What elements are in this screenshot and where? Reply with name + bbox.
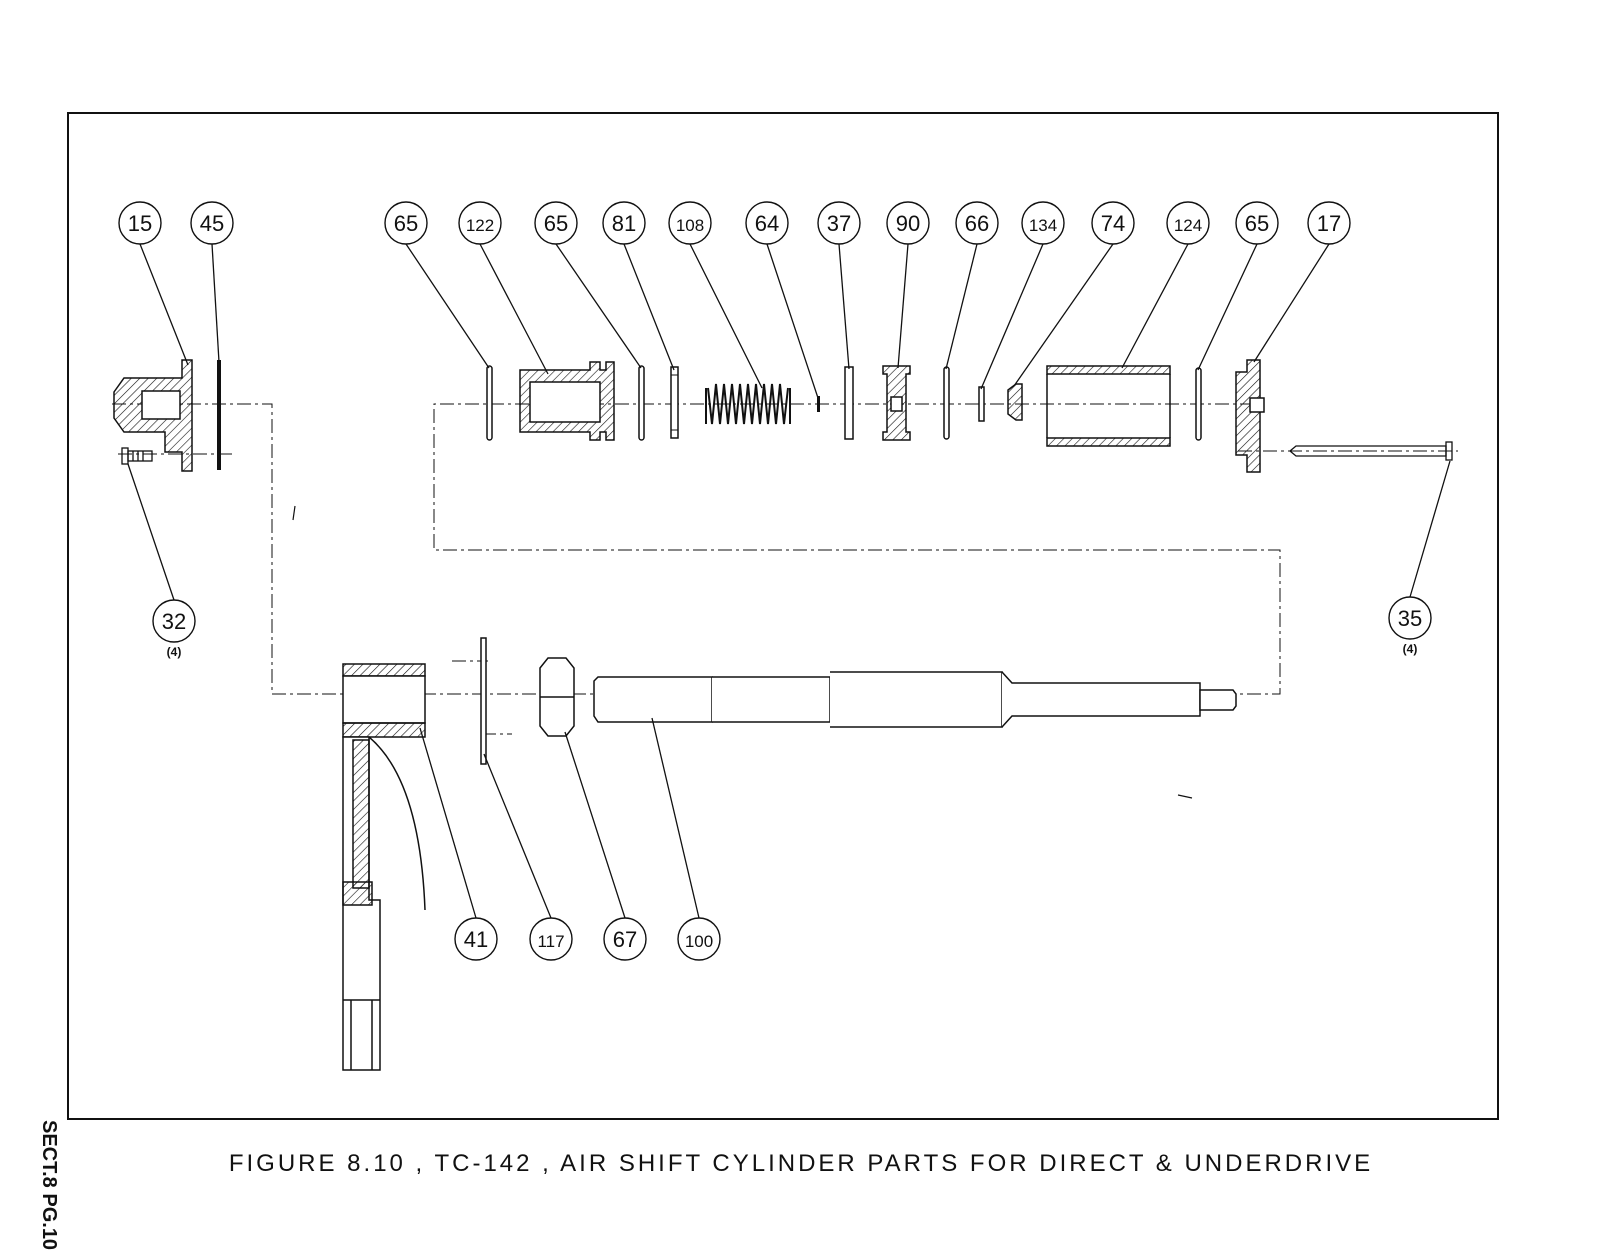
callout-circle xyxy=(458,201,502,245)
leader-lines xyxy=(127,243,1451,919)
callout-circle xyxy=(152,599,196,643)
part-100-shift-shaft xyxy=(593,671,1237,728)
part-108-spring xyxy=(705,383,791,425)
callout-number: 17 xyxy=(1317,211,1341,236)
callout-134: 134 xyxy=(1021,201,1065,245)
callout-circle xyxy=(118,201,162,245)
callout-circle xyxy=(955,201,999,245)
callout-number: 65 xyxy=(1245,211,1269,236)
callout-circle xyxy=(529,917,573,961)
callout-circle xyxy=(190,201,234,245)
part-65-o-ring-a xyxy=(486,365,493,441)
callout-number: 35 xyxy=(1398,606,1422,631)
part-81-seal-ring xyxy=(670,366,679,439)
callout-number: 15 xyxy=(128,211,152,236)
assembly-path-lines xyxy=(112,403,1458,735)
callout-circle xyxy=(1166,201,1210,245)
callout-number: 108 xyxy=(676,216,704,235)
callout-circle xyxy=(1021,201,1065,245)
section-page-label: SECT.8 PG.10 xyxy=(38,1120,60,1250)
callout-17: 17 xyxy=(1307,201,1351,245)
callout-circle xyxy=(1091,201,1135,245)
figure-caption: FIGURE 8.10 , TC-142 , AIR SHIFT CYLINDE… xyxy=(228,1150,1374,1177)
callout-circle xyxy=(745,201,789,245)
callout-108: 108 xyxy=(668,201,712,245)
part-65-o-ring-b xyxy=(638,365,645,441)
callout-number: 65 xyxy=(544,211,568,236)
part-35-long-screw xyxy=(1288,441,1453,461)
callout-122: 122 xyxy=(458,201,502,245)
callout-number: 74 xyxy=(1101,211,1125,236)
callout-number: 90 xyxy=(896,211,920,236)
callout-37: 37 xyxy=(817,201,861,245)
callout-circle xyxy=(668,201,712,245)
callout-number: 66 xyxy=(965,211,989,236)
callout-124: 124 xyxy=(1166,201,1210,245)
callout-circle xyxy=(1307,201,1351,245)
callout-number: 81 xyxy=(612,211,636,236)
callout-number: 122 xyxy=(466,216,494,235)
callout-circle xyxy=(1235,201,1279,245)
callout-number: 32 xyxy=(162,609,186,634)
part-67-hex-nut xyxy=(539,657,575,737)
part-32-cap-screw xyxy=(121,447,153,465)
callout-circle xyxy=(603,917,647,961)
callout-74: 74 xyxy=(1091,201,1135,245)
callout-circle xyxy=(602,201,646,245)
part-41-shift-fork xyxy=(342,663,426,1071)
callout-number: 45 xyxy=(200,211,224,236)
callout-15: 15 xyxy=(118,201,162,245)
callout-number: 134 xyxy=(1029,216,1057,235)
callout-circle xyxy=(886,201,930,245)
callout-number: 117 xyxy=(537,932,564,951)
callout-66: 66 xyxy=(955,201,999,245)
callout-circle xyxy=(534,201,578,245)
callout-65: 65 xyxy=(384,201,428,245)
part-15-end-cap xyxy=(113,359,193,472)
callout-circle xyxy=(817,201,861,245)
part-64-retaining-ring xyxy=(817,396,820,412)
part-66-o-ring xyxy=(943,366,950,440)
callout-circle xyxy=(384,201,428,245)
part-124-cylinder-barrel xyxy=(1046,365,1171,447)
callout-number: 65 xyxy=(394,211,418,236)
callout-45: 45 xyxy=(190,201,234,245)
part-134-washer xyxy=(978,386,985,422)
callout-circle xyxy=(677,917,721,961)
callout-quantity: (4) xyxy=(1403,642,1418,656)
part-122-sleeve xyxy=(519,361,615,441)
callout-64: 64 xyxy=(745,201,789,245)
part-90-piston xyxy=(882,365,911,441)
callout-65: 65 xyxy=(1235,201,1279,245)
part-74-nut xyxy=(1007,383,1023,421)
callout-32: 32 (4) xyxy=(152,599,196,659)
callout-117: 117 xyxy=(529,917,573,961)
callout-65: 65 xyxy=(534,201,578,245)
part-17-end-cap xyxy=(1235,359,1265,473)
part-45-gasket xyxy=(217,360,221,470)
callout-number: 64 xyxy=(755,211,779,236)
callout-balloons: 15 45 65 122 65 81 108 64 37 90 66 134 74 124 65 17 32 (4… xyxy=(118,201,1432,961)
callout-35: 35 (4) xyxy=(1388,596,1432,656)
part-65-o-ring-c xyxy=(1195,367,1202,441)
stray-marks xyxy=(292,505,1193,799)
callout-quantity: (4) xyxy=(167,645,182,659)
callout-number: 67 xyxy=(613,927,637,952)
callout-number: 124 xyxy=(1174,216,1202,235)
callout-67: 67 xyxy=(603,917,647,961)
callout-circle xyxy=(454,917,498,961)
callout-100: 100 xyxy=(677,917,721,961)
callout-41: 41 xyxy=(454,917,498,961)
part-117-lock-plate xyxy=(480,637,487,765)
callout-number: 100 xyxy=(685,932,713,951)
callout-90: 90 xyxy=(886,201,930,245)
callout-number: 41 xyxy=(464,927,488,952)
drawing-border xyxy=(67,112,1499,1120)
callout-number: 37 xyxy=(827,211,851,236)
callout-81: 81 xyxy=(602,201,646,245)
callout-circle xyxy=(1388,596,1432,640)
part-37-washer xyxy=(844,366,854,440)
